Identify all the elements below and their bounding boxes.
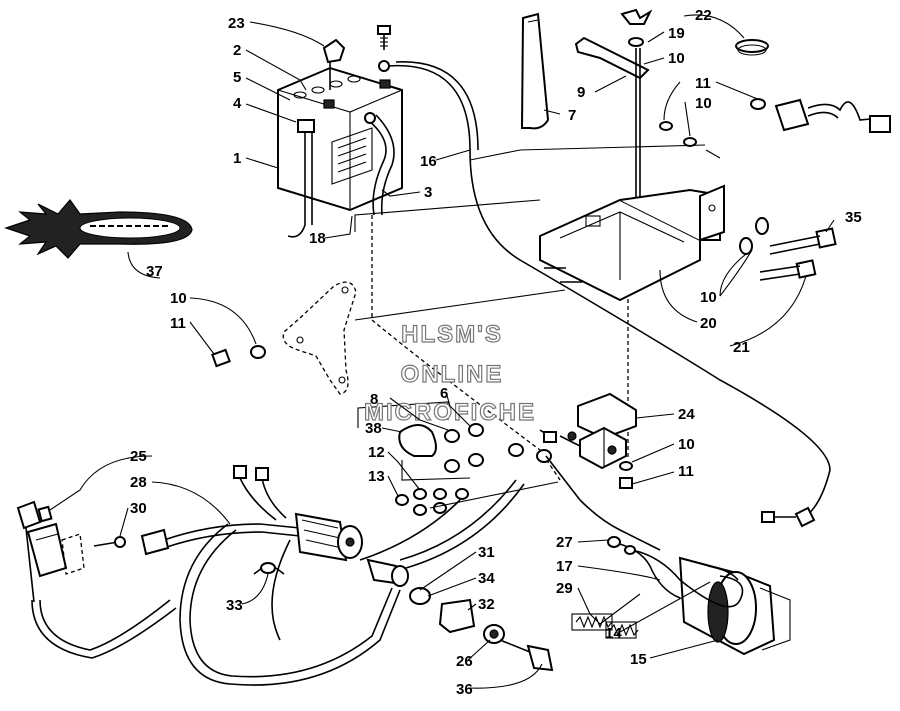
splice-connector: [253, 562, 285, 575]
callout-labels: 23 2 5 4 1 3 16 18 22 19 10 9 7 11 10 35…: [130, 7, 862, 698]
callout-15: 15: [630, 651, 647, 668]
callout-26: 26: [456, 653, 473, 670]
starter-motor: [579, 499, 791, 656]
wire-harness: [31, 465, 525, 686]
callout-10-solenoid: 10: [678, 436, 695, 453]
callout-28: 28: [130, 474, 147, 491]
callout-20: 20: [700, 315, 717, 332]
callout-10-top-right: 10: [695, 95, 712, 112]
hose-clamp: [735, 39, 769, 56]
callout-19: 19: [668, 25, 685, 42]
callout-33: 33: [226, 597, 243, 614]
mounting-bracket: [211, 281, 566, 395]
decal: [4, 199, 193, 259]
callout-8: 8: [370, 391, 378, 408]
callout-16: 16: [420, 153, 437, 170]
callout-24: 24: [678, 406, 695, 423]
tray-bolts: [739, 217, 837, 281]
starter-solenoid: [559, 392, 637, 489]
callout-9: 9: [577, 84, 585, 101]
callout-10-tray: 10: [700, 289, 717, 306]
callout-23: 23: [228, 15, 245, 32]
callout-11-left: 11: [170, 315, 186, 332]
callout-6: 6: [440, 385, 448, 402]
ignition-switch: [366, 558, 554, 672]
watermark-line-3: MICROFICHE: [364, 399, 536, 426]
callout-13: 13: [368, 468, 385, 485]
battery: [277, 66, 403, 238]
fuse-holder: [16, 500, 126, 603]
callout-21: 21: [733, 339, 750, 356]
terminal-bolt: [377, 25, 391, 50]
callout-11-solenoid: 11: [678, 463, 694, 480]
positive-cable: [378, 60, 831, 528]
callout-32: 32: [478, 596, 495, 613]
callout-34: 34: [478, 570, 495, 587]
callout-5: 5: [233, 69, 241, 86]
callout-7: 7: [568, 107, 576, 124]
callout-35: 35: [845, 209, 862, 226]
springs: [571, 613, 639, 639]
small-hardware: [395, 423, 581, 516]
callout-37: 37: [146, 263, 163, 280]
watermark-line-2: ONLINE: [401, 361, 504, 388]
callout-2: 2: [233, 42, 241, 59]
callout-25: 25: [130, 448, 147, 465]
battery-strap: [520, 12, 550, 130]
wing-nut: [620, 8, 653, 47]
callout-1: 1: [233, 150, 241, 167]
watermark-line-1: HLSM'S: [401, 321, 503, 348]
battery-tray: [539, 184, 725, 302]
callout-10-left: 10: [170, 290, 187, 307]
callout-22: 22: [695, 7, 712, 24]
callout-36: 36: [456, 681, 473, 698]
callout-38: 38: [365, 420, 382, 437]
callout-31: 31: [478, 544, 495, 561]
callout-30: 30: [130, 500, 147, 517]
callout-29: 29: [556, 580, 573, 597]
callout-4: 4: [233, 95, 242, 112]
callout-18: 18: [309, 230, 326, 247]
wire-connector: [659, 98, 891, 147]
leader-lines: [49, 14, 835, 689]
callout-12: 12: [368, 444, 385, 461]
watermark: HLSM'S ONLINE MICROFICHE: [363, 320, 536, 426]
callout-14: 14: [605, 625, 622, 642]
callout-17: 17: [556, 558, 573, 575]
callout-27: 27: [556, 534, 573, 551]
callout-10-top: 10: [668, 50, 685, 67]
terminal-cap: [322, 38, 346, 90]
callout-3: 3: [424, 184, 432, 201]
negative-cable: [364, 112, 561, 481]
callout-11-top: 11: [695, 75, 711, 92]
